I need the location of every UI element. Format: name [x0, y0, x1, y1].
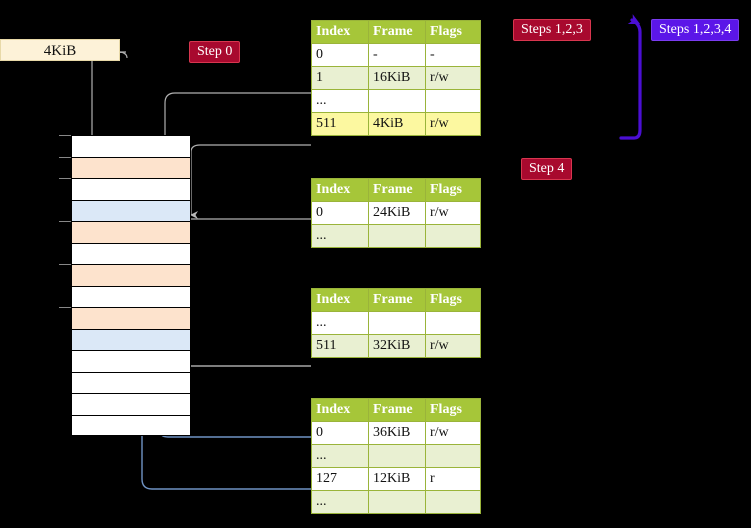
memory-row: [71, 350, 191, 372]
memory-row: [71, 242, 191, 264]
table-cell: 16KiB: [368, 66, 426, 90]
table-row: ...: [311, 89, 481, 113]
table-cell: -: [368, 43, 426, 67]
table-row: 0--: [311, 43, 481, 67]
badge-steps-1-2-3: Steps 1,2,3: [513, 19, 591, 41]
table-cell: [368, 490, 426, 514]
table-cell: r/w: [425, 334, 481, 358]
memory-row: [71, 178, 191, 200]
column-header-frame: Frame: [368, 178, 426, 202]
table-cell: 511: [311, 334, 369, 358]
table-cell: r/w: [425, 201, 481, 225]
wire-table2-row511-to-memory: [177, 329, 311, 367]
memory-row: [71, 221, 191, 243]
table-cell: -: [425, 43, 481, 67]
table-cell: 36KiB: [368, 421, 426, 445]
table-cell: [425, 444, 481, 468]
memory-row-tick: [59, 156, 71, 158]
table-cell: r/w: [425, 421, 481, 445]
memory-row: [71, 156, 191, 178]
table-row: ...: [311, 490, 481, 514]
column-header-index: Index: [311, 398, 369, 422]
table-row: ...: [311, 224, 481, 248]
table-cell: 511: [311, 112, 369, 136]
table-cell: 0: [311, 421, 369, 445]
column-header-index: Index: [311, 178, 369, 202]
memory-row: [71, 393, 191, 415]
table-cell: 1: [311, 66, 369, 90]
memory-row: [71, 414, 191, 436]
table-cell: 32KiB: [368, 334, 426, 358]
table-cell: 4KiB: [368, 112, 426, 136]
memory-row: [71, 307, 191, 329]
column-header-frame: Frame: [368, 398, 426, 422]
table-cell: 0: [311, 201, 369, 225]
wire-table1-row0-to-memory: [177, 218, 311, 272]
column-header-flags: Flags: [425, 288, 481, 312]
table-cell: 0: [311, 43, 369, 67]
table-row: ...: [311, 311, 481, 335]
table-cell: ...: [311, 490, 369, 514]
wire-table0-row511-to-memory: [190, 144, 311, 219]
badge-step-0: Step 0: [189, 41, 241, 63]
memory-row-tick: [59, 307, 71, 308]
table-cell: ...: [311, 311, 369, 335]
column-header-flags: Flags: [425, 178, 481, 202]
table-cell: 24KiB: [368, 201, 426, 225]
wire-loopback-arrow: [619, 14, 642, 140]
memory-row: [71, 371, 191, 393]
table-cell: [368, 444, 426, 468]
table-cell: [368, 311, 426, 335]
column-header-index: Index: [311, 20, 369, 44]
table-cell: [425, 490, 481, 514]
column-header-flags: Flags: [425, 398, 481, 422]
column-header-index: Index: [311, 288, 369, 312]
memory-row-tick: [59, 178, 71, 179]
table-cell: [368, 224, 426, 248]
memory-row-tick: [59, 135, 71, 136]
table-cell: [368, 89, 426, 113]
column-header-flags: Flags: [425, 20, 481, 44]
table-cell: r/w: [425, 66, 481, 90]
badge-step-4: Step 4: [521, 158, 573, 180]
memory-row-tick: [59, 221, 71, 222]
table-cell: r: [425, 467, 481, 491]
column-header-frame: Frame: [368, 288, 426, 312]
memory-row-tick: [59, 264, 71, 265]
memory-row: [71, 199, 191, 221]
table-cell: ...: [311, 444, 369, 468]
table-cell: 127: [311, 467, 369, 491]
memory-row: [71, 264, 191, 286]
table-cell: ...: [311, 224, 369, 248]
table-row: ...: [311, 444, 481, 468]
memory-row: [71, 285, 191, 307]
memory-column: [59, 135, 191, 436]
column-header-frame: Frame: [368, 20, 426, 44]
memory-size-label: 4KiB: [0, 39, 120, 61]
table-cell: r/w: [425, 112, 481, 136]
badge-steps-1-2-3-4: Steps 1,2,3,4: [651, 19, 740, 41]
table-cell: [425, 311, 481, 335]
table-cell: ...: [311, 89, 369, 113]
table-cell: 12KiB: [368, 467, 426, 491]
memory-row: [71, 135, 191, 157]
table-cell: [425, 224, 481, 248]
memory-row: [71, 328, 191, 350]
table-cell: [425, 89, 481, 113]
